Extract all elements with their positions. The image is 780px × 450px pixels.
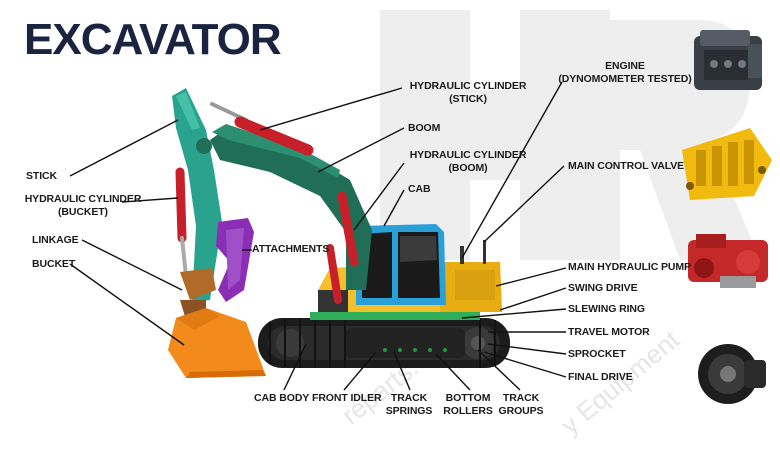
bucket-shape xyxy=(168,308,266,378)
label-cab-body: CAB BODY xyxy=(254,392,310,404)
label-hydraulic-cylinder-stick: HYDRAULIC CYLINDER (STICK) xyxy=(409,80,527,105)
label-travel-motor: TRAVEL MOTOR xyxy=(568,326,650,338)
cab-shape xyxy=(356,224,446,305)
label-bottom-rollers: BOTTOM ROLLERS xyxy=(443,392,493,417)
label-sprocket: SPROCKET xyxy=(568,348,626,360)
label-cab: CAB xyxy=(408,183,431,195)
label-hydraulic-cylinder-bucket: HYDRAULIC CYLINDER (BUCKET) xyxy=(24,193,142,218)
label-stick: STICK xyxy=(26,170,58,182)
main-hydraulic-pump-photo xyxy=(688,234,768,288)
label-bucket: BUCKET xyxy=(32,258,76,270)
label-track-springs: TRACK SPRINGS xyxy=(385,392,433,417)
slewing-ring-shape xyxy=(310,312,480,320)
label-boom: BOOM xyxy=(408,122,441,134)
engine-photo xyxy=(694,30,762,90)
page-title: EXCAVATOR xyxy=(24,15,282,64)
label-engine: ENGINE (DYNOMOMETER TESTED) xyxy=(558,60,692,85)
label-swing-drive: SWING DRIVE xyxy=(568,282,638,294)
final-drive-photo xyxy=(698,344,766,404)
label-final-drive: FINAL DRIVE xyxy=(568,371,633,383)
label-main-hydraulic-pump: MAIN HYDRAULIC PUMP xyxy=(568,261,691,273)
track-assembly xyxy=(258,318,510,368)
label-linkage: LINKAGE xyxy=(32,234,79,246)
label-hydraulic-cylinder-boom: HYDRAULIC CYLINDER (BOOM) xyxy=(409,149,527,174)
label-front-idler: FRONT IDLER xyxy=(312,392,382,404)
boom-shape xyxy=(210,124,372,290)
hydraulic-cylinders xyxy=(175,102,359,304)
label-slewing-ring: SLEWING RING xyxy=(568,303,645,315)
label-attachments: ATTACHMENTS xyxy=(252,243,330,255)
label-main-control-valve: MAIN CONTROL VALVE xyxy=(568,160,685,172)
main-control-valve-photo xyxy=(682,128,772,200)
stick-shape xyxy=(172,88,222,302)
label-track-groups: TRACK GROUPS xyxy=(498,392,544,417)
